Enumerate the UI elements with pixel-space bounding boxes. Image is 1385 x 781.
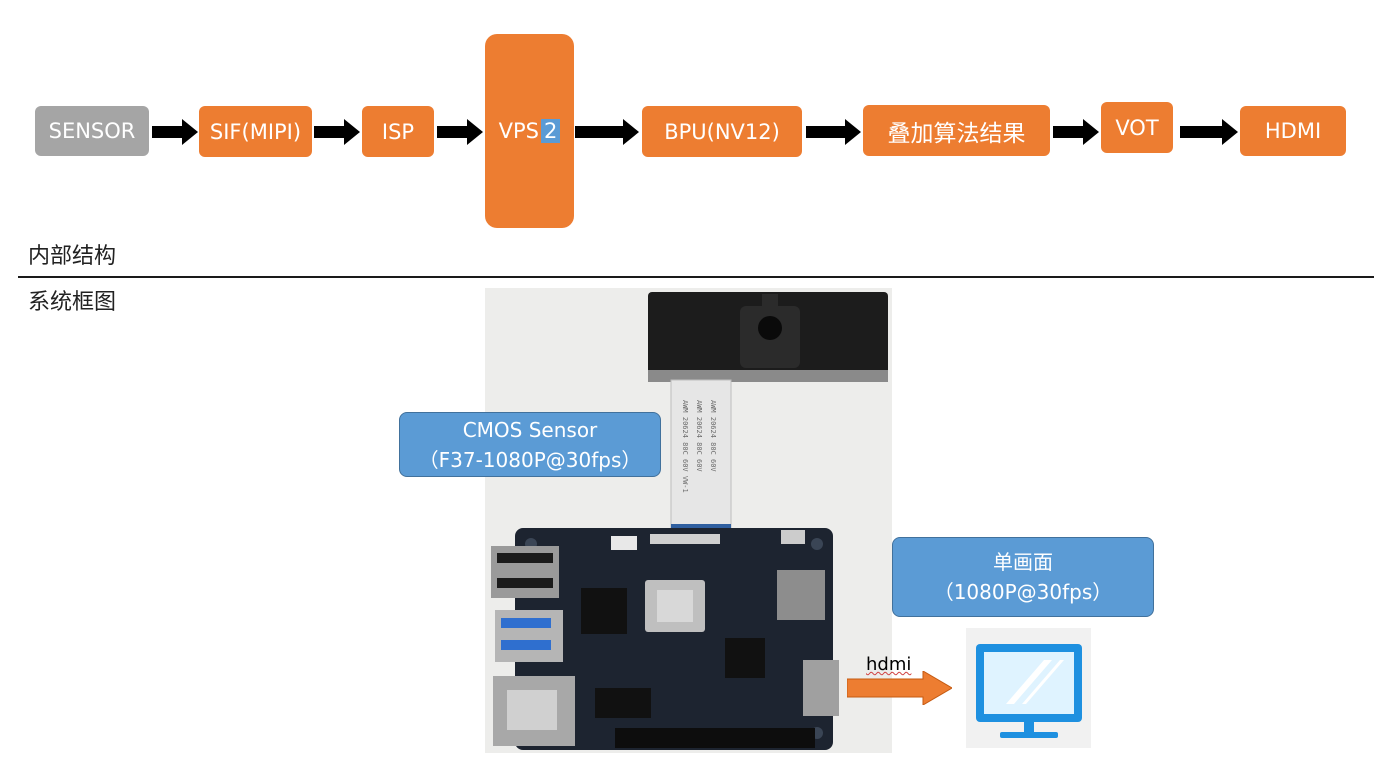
vot-label: VOT [1115,115,1159,140]
overlay-label: 叠加算法结果 [887,120,1026,147]
sif-label: SIF(MIPI) [209,119,302,144]
isp-node: ISP [362,106,434,157]
camera-callout: CMOS Sensor （F37-1080P@30fps） [399,412,661,477]
monitor-icon [976,644,1082,738]
arrow-isp-vps [437,119,483,145]
section-divider [18,276,1374,278]
dev-board-photo: AWM 20624 80C 60V VW-1 AWM 20624 80C 60V… [485,288,892,753]
isp-label: ISP [381,119,415,144]
display-callout-spec: （1080P@30fps） [933,580,1113,604]
hdmi-link-arrow [847,671,952,705]
arrow-vps-bpu [575,119,639,145]
camera-callout-title: CMOS Sensor [462,417,598,442]
svg-text:AWM 20624 80C 60V: AWM 20624 80C 60V [709,400,717,472]
hdmi-node: HDMI [1240,106,1346,156]
arrow-overlay-vot [1053,119,1099,145]
sensor-node: SENSOR [35,106,149,156]
display-callout: 单画面 （1080P@30fps） [892,537,1154,617]
arrow-sensor-sif [152,119,198,145]
system-diagram-label: 系统框图 [28,290,117,315]
sif-node: SIF(MIPI) [199,106,312,157]
arrow-vot-hdmi [1180,119,1238,145]
overlay-node: 叠加算法结果 [863,105,1050,156]
sensor-label: SENSOR [48,119,136,143]
camera-callout-spec: （F37-1080P@30fps） [418,447,642,472]
bpu-label: BPU(NV12) [664,119,780,144]
svg-text:AWM 20624 80C 60V: AWM 20624 80C 60V [695,400,703,472]
hdmi-label: HDMI [1264,119,1322,143]
vot-node: VOT [1101,102,1173,153]
dev-board-photo-icon: AWM 20624 80C 60V VW-1 AWM 20624 80C 60V… [491,292,888,750]
arrow-bpu-overlay [806,119,861,145]
hdmi-link-label: hdmi [866,654,912,675]
internal-structure-label: 内部结构 [28,244,117,269]
arrow-sif-isp [314,119,360,145]
vps-node: VPS 2 [485,34,574,228]
display-callout-title: 单画面 [993,550,1053,574]
vps-label: VPS [498,119,539,143]
vps-badge: 2 [540,119,561,143]
svg-text:AWM 20624 80C 60V VW-1: AWM 20624 80C 60V VW-1 [681,400,689,493]
bpu-node: BPU(NV12) [642,106,802,157]
